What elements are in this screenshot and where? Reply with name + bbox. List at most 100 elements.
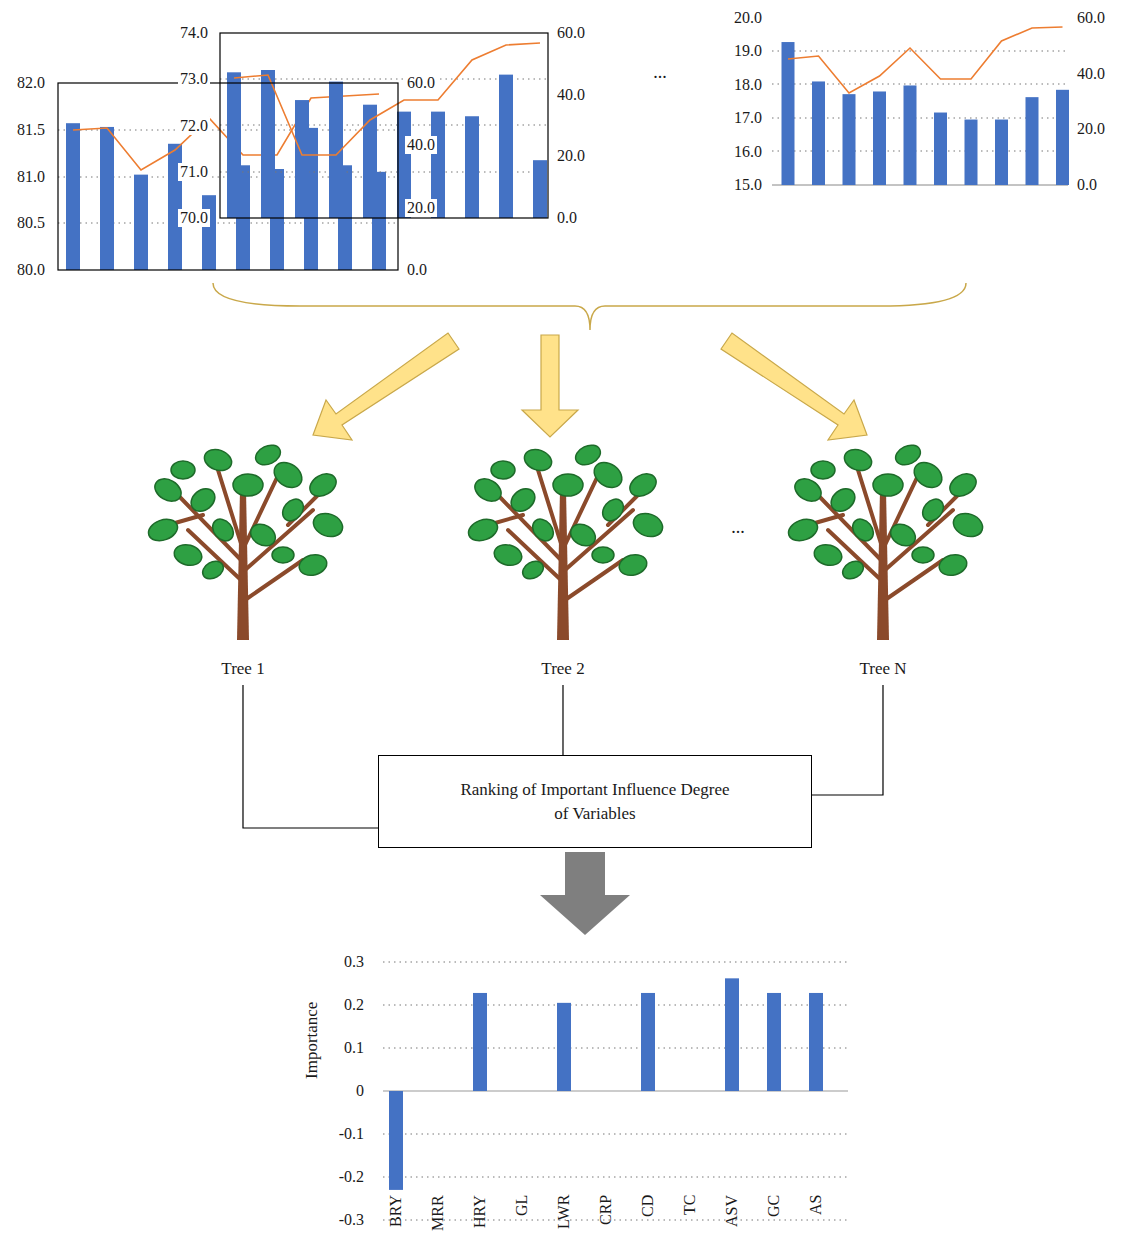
axis-tick-label: 0.2 [342,996,366,1014]
bar [1026,97,1039,185]
line-series [234,43,540,155]
tree-label-node: Tree 1 [215,656,270,682]
axis-tick-label: 60.0 [1075,9,1107,27]
axis-tick-label: 72.0 [178,117,210,135]
category-label: GC [765,1195,783,1217]
tree-label: Tree N [859,658,906,680]
bar [843,94,856,185]
bar [767,993,781,1091]
axis-tick-label: -0.3 [337,1211,366,1229]
category-label: MRR [429,1195,447,1231]
process-box: Ranking of Important Influence Degree of… [378,755,812,848]
tree-illustration [145,441,345,640]
category-label: ASV [723,1195,741,1227]
box-text: Ranking of Important Influence Degree of… [460,778,730,826]
axis-tick-label: 20.0 [555,147,587,165]
connector [243,685,378,828]
bar [100,127,114,270]
bar [227,72,241,218]
axis-tick-label: 15.0 [732,176,764,194]
bar [809,993,823,1091]
grid-line [383,1134,848,1135]
axis-tick-label: 81.5 [15,121,47,139]
bar [725,978,739,1091]
axis-tick-label: 18.0 [732,76,764,94]
axis-tick-label: 20.0 [732,9,764,27]
axis-tick-label: -0.2 [337,1168,366,1186]
axis-tick-label: 40.0 [1075,65,1107,83]
bar [533,160,547,218]
bar [295,100,309,218]
axis-tick-label: 0.0 [555,209,579,227]
axis-tick-label: 0.0 [405,261,429,279]
axis-tick-label: 70.0 [178,209,210,227]
bar [202,195,216,270]
bar [904,85,917,185]
tree-label: Tree 2 [541,658,584,680]
axis-tick-label: 0 [354,1082,366,1100]
ellipsis: ... [731,518,745,536]
category-label: HRY [471,1195,489,1228]
axis-tick-label: 60.0 [555,24,587,42]
axis-tick-label: 20.0 [405,199,437,217]
bar [389,1091,403,1190]
category-label: AS [807,1195,825,1215]
bar [782,42,795,185]
bar [1056,90,1069,185]
bar [261,70,275,218]
grid-line [383,962,848,963]
axis-tick-label: 73.0 [178,70,210,88]
bar [363,105,377,218]
category-label: TC [681,1195,699,1215]
axis-tick-label: 40.0 [555,86,587,104]
bar [641,993,655,1091]
axis-tick-label: 82.0 [15,74,47,92]
bar [995,120,1008,185]
grid-line [383,1177,848,1178]
category-label: CD [639,1195,657,1217]
bar [465,116,479,218]
axis-tick-label: 0.1 [342,1039,366,1057]
axis-tick-label: 81.0 [15,168,47,186]
category-label: LWR [555,1195,573,1229]
down-arrow [540,852,630,935]
line-series [788,27,1063,93]
chart-frame [220,33,548,218]
axis-tick-label: 20.0 [1075,120,1107,138]
axis-tick-label: 80.0 [15,261,47,279]
bar [134,175,148,270]
tree-illustration [465,441,665,640]
grid-line [772,51,1068,52]
bar [66,123,80,270]
category-label: CRP [597,1195,615,1225]
axis-tick-label: 19.0 [732,42,764,60]
arrows [313,333,867,440]
axis-tick-label: 16.0 [732,143,764,161]
brace [213,283,966,330]
connector [812,685,883,795]
ellipsis: ... [653,63,667,81]
bar [812,81,825,185]
grid-line [383,1220,848,1221]
tree-illustration [785,441,985,640]
category-label: BRY [387,1195,405,1227]
bar [557,1003,571,1091]
axis-tick-label: 17.0 [732,109,764,127]
axis-tick-label: 0.3 [342,953,366,971]
axis-tick-label: 74.0 [178,24,210,42]
bar [873,91,886,185]
bar [965,120,978,185]
category-label: GL [513,1195,531,1216]
bar [499,75,513,218]
connector [562,685,563,755]
axis-tick-label: 80.5 [15,214,47,232]
axis-tick-label: -0.1 [337,1125,366,1143]
bar [473,993,487,1091]
axis-title: Importance [303,1001,321,1078]
axis-tick-label: 71.0 [178,163,210,181]
tree-label-node: Tree 2 [535,656,590,682]
chart-frame [58,83,398,270]
axis-tick-label: 40.0 [405,136,437,154]
